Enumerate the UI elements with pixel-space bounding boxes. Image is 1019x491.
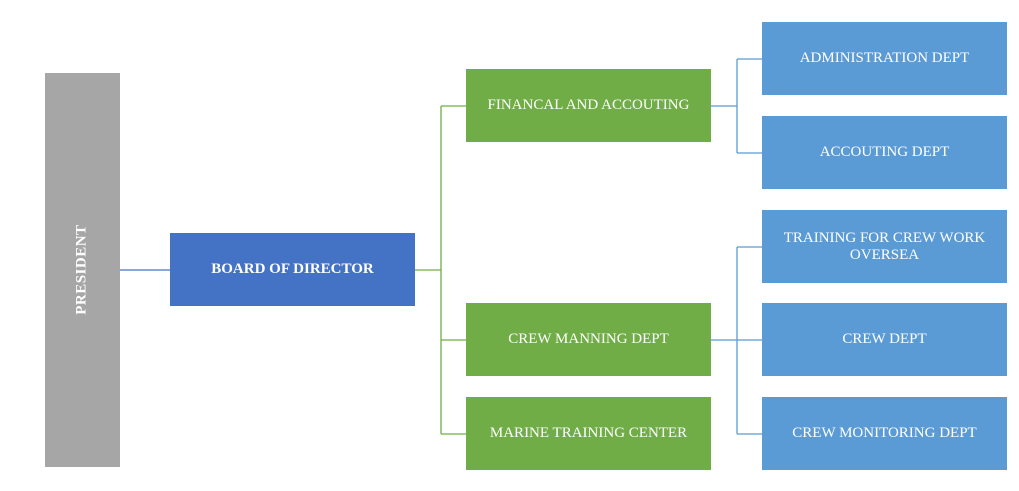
crew-manning-label: CREW MANNING DEPT (508, 330, 669, 347)
financial-accounting-label: FINANCAL AND ACCOUTING (487, 96, 690, 113)
crew-monitoring-dept-label: CREW MONITORING DEPT (792, 424, 977, 441)
marine-training-center-box: MARINE TRAINING CENTER (466, 397, 711, 470)
board-of-director-box: BOARD OF DIRECTOR (170, 233, 415, 306)
training-crew-overseas-label: TRAINING FOR CREW WORK OVERSEA (783, 230, 986, 264)
accounting-dept-box: ACCOUTING DEPT (762, 116, 1007, 189)
crew-manning-box: CREW MANNING DEPT (466, 303, 711, 376)
president-box: PRESIDENT (45, 73, 120, 467)
training-crew-overseas-box: TRAINING FOR CREW WORK OVERSEA (762, 210, 1007, 283)
marine-training-center-label: MARINE TRAINING CENTER (489, 424, 688, 441)
crew-monitoring-dept-box: CREW MONITORING DEPT (762, 397, 1007, 470)
crew-dept-label: CREW DEPT (842, 330, 927, 347)
financial-accounting-box: FINANCAL AND ACCOUTING (466, 69, 711, 142)
board-label: BOARD OF DIRECTOR (211, 260, 374, 277)
administration-dept-box: ADMINISTRATION DEPT (762, 22, 1007, 95)
administration-dept-label: ADMINISTRATION DEPT (799, 50, 970, 66)
accounting-dept-label: ACCOUTING DEPT (819, 143, 950, 160)
president-label: PRESIDENT (73, 224, 90, 316)
crew-dept-box: CREW DEPT (762, 303, 1007, 376)
